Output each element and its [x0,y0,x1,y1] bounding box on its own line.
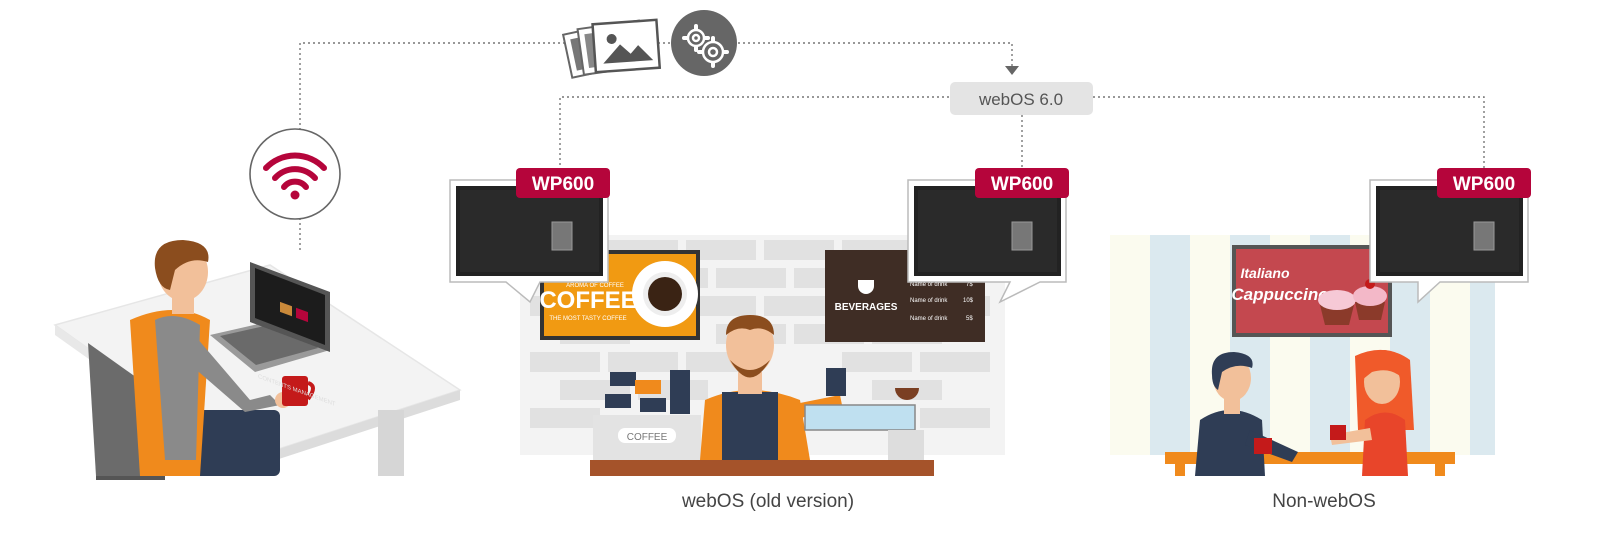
webos-badge-label: webOS 6.0 [978,90,1063,109]
gear-icon [671,10,737,76]
arrow-down-icon [1005,66,1019,75]
cafe-sign-line2: Cappuccino [1231,285,1328,304]
machine-label: COFFEE [627,432,668,443]
menu-item-price: 5$ [966,316,973,322]
scene-caption-non-webos: Non-webOS [1272,491,1376,512]
office-scene: CONTENTS MANAGEMENT [53,240,462,480]
webos-badge: webOS 6.0 [950,82,1093,115]
signage-model-label: WP600 [532,174,594,195]
cup-icon [858,280,874,294]
menu-item-price: 7$ [966,282,973,288]
wifi-icon [249,128,341,220]
signage-model-label: WP600 [1453,174,1515,195]
customer-man [1195,352,1298,476]
cup-icon [826,368,846,396]
main-route-line [299,42,1013,250]
cup-icon [1330,425,1346,440]
laptop: CONTENTS MANAGEMENT [210,262,336,408]
cupcake-icon [1320,305,1354,325]
menu-item-name: Name of drink [910,316,948,322]
right-branch-line [1093,96,1485,170]
signage-model-label: WP600 [991,174,1053,195]
beverage-sign-title: BEVERAGES [835,302,898,313]
coffee-sign-top: AROMA OF COFFEE [566,283,624,289]
customer-woman [1330,349,1414,476]
signage-callout-center: WP600 [907,168,1069,304]
menu-item-price: 10$ [963,298,974,304]
image-stack-icon [561,18,662,79]
coffee-machine: COFFEE [593,370,701,460]
coffee-shop-scene: AROMA OF COFFEE COFFEE THE MOST TASTY CO… [520,235,1005,476]
menu-item-name: Name of drink [910,282,948,288]
coffee-sign-bottom: THE MOST TASTY COFFEE [549,316,626,322]
signage-callout-right: WP600 [1369,168,1531,304]
cafe-scene: Italiano Cappuccino [1110,235,1495,476]
cup-icon [1254,438,1272,454]
counter [590,460,934,476]
signage-callout-left: WP600 [449,168,610,304]
left-branch-line [559,96,950,170]
cappuccino-sign: Italiano Cappuccino [1231,245,1392,337]
connection-lines [299,42,1485,250]
scene-caption-webos-old: webOS (old version) [681,491,854,512]
menu-item-name: Name of drink [910,298,948,304]
pastry-case [804,388,924,460]
barista [700,315,846,460]
coffee-sign-title: COFFEE [539,287,636,314]
cafe-sign-line1: Italiano [1240,265,1289,281]
coffee-mug-icon [282,376,308,406]
